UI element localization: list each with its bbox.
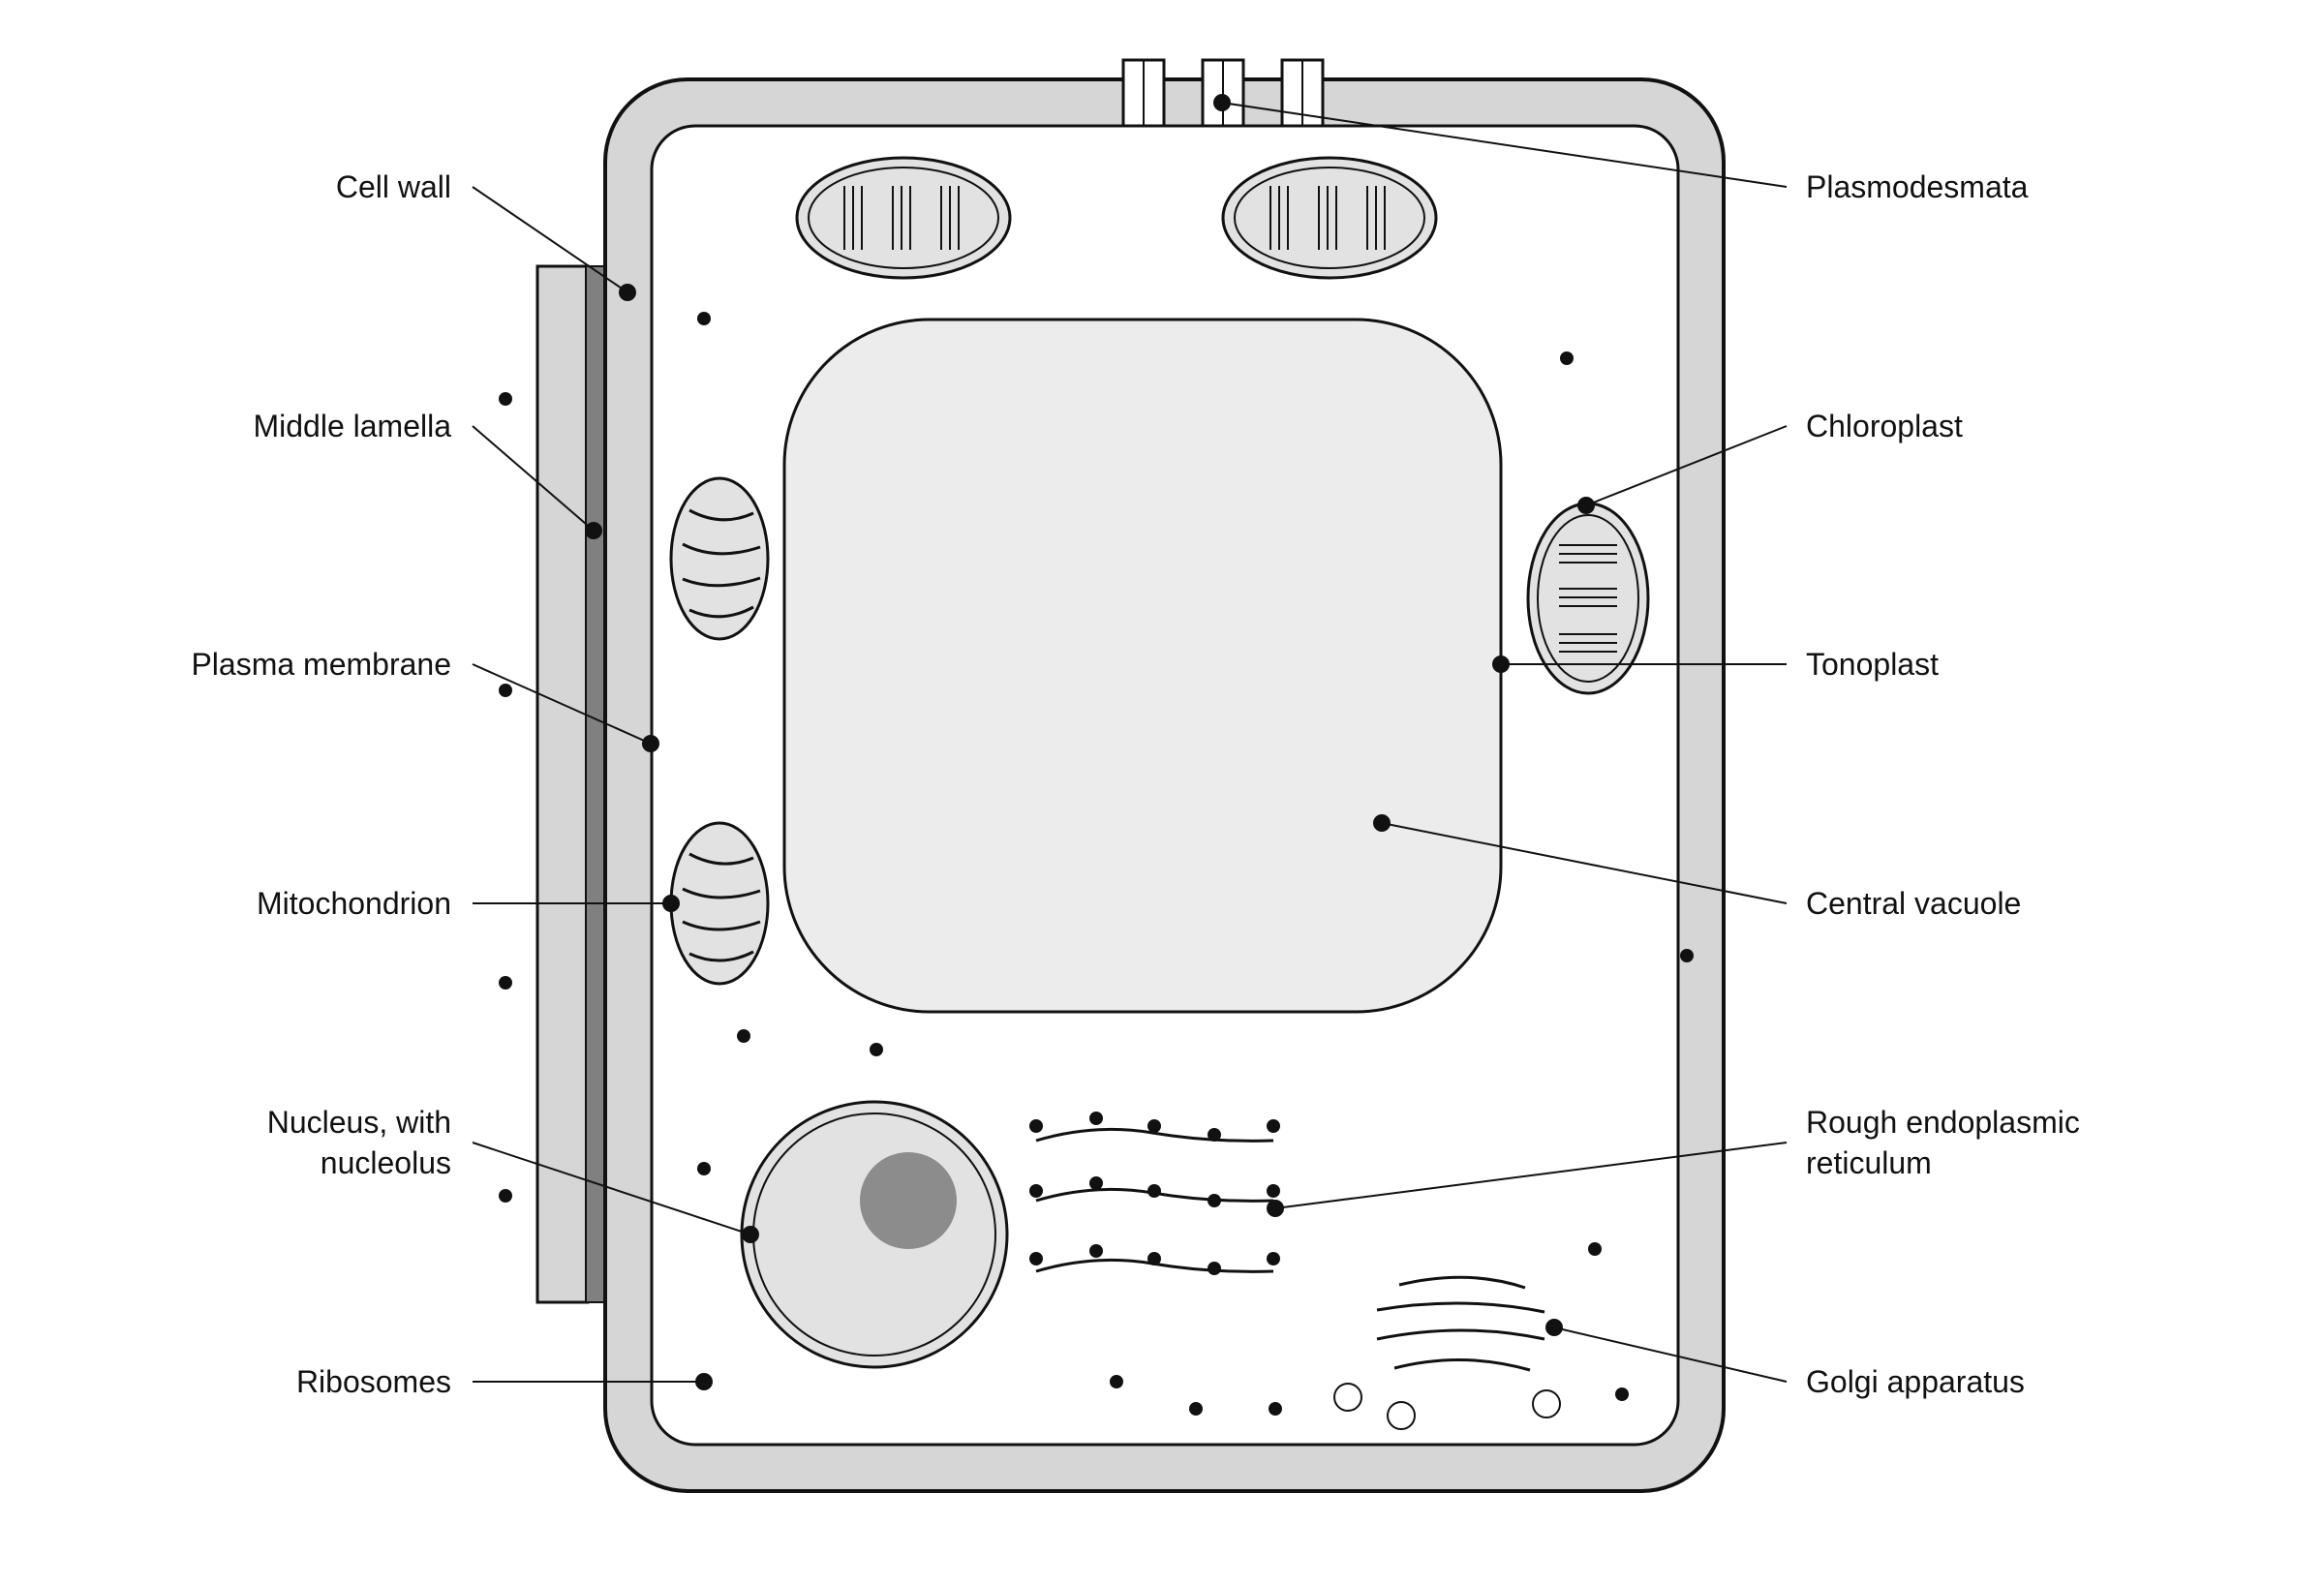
label-mitochondrion: Mitochondrion: [257, 886, 451, 921]
label-middle-lamella: Middle lamella: [253, 409, 451, 443]
mitochondrion-upper: [669, 476, 770, 641]
label-golgi-apparatus: Golgi apparatus: [1806, 1364, 2025, 1399]
label-cell-wall: Cell wall: [336, 169, 451, 204]
leader-lines: [472, 94, 1788, 1390]
label-central-vacuole: Central vacuole: [1806, 886, 2021, 921]
label-tonoplast: Tonoplast: [1806, 647, 1939, 682]
chloroplast-top-right: [1221, 156, 1438, 280]
label-chloroplast: Chloroplast: [1806, 409, 1963, 443]
label-plasma-membrane: Plasma membrane: [191, 647, 451, 682]
golgi-apparatus: [1333, 1275, 1561, 1430]
label-nucleus-line1: Nucleus, with: [267, 1105, 451, 1140]
mitochondrion-lower: [669, 821, 770, 986]
label-nucleus-line2: nucleolus: [321, 1145, 451, 1180]
rough-endoplasmic-reticulum: [1029, 1112, 1280, 1275]
label-plasmodesmata: Plasmodesmata: [1806, 169, 2029, 204]
label-rough-er-line1: Rough endoplasmic: [1806, 1105, 2080, 1140]
label-rough-er-line2: reticulum: [1806, 1145, 1932, 1180]
nucleolus: [860, 1152, 957, 1249]
middle-lamella: [585, 265, 606, 1303]
ribosomes: [499, 312, 1694, 1416]
neighbour-cell-wall: [535, 264, 590, 1304]
label-ribosomes: Ribosomes: [296, 1364, 451, 1399]
chloroplast-top-left: [795, 156, 1012, 280]
central-vacuole: [782, 318, 1503, 1014]
